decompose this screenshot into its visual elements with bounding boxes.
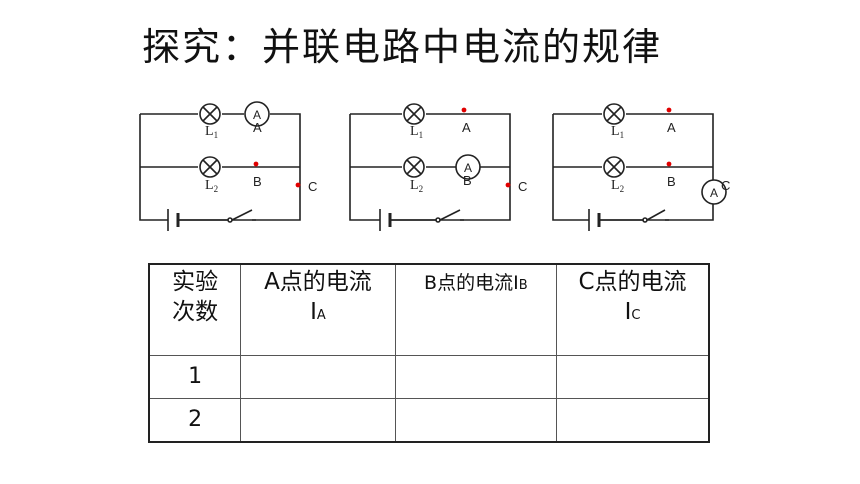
switch bbox=[599, 209, 669, 221]
cell-current-b[interactable] bbox=[394, 355, 558, 399]
circuit-diagram-3: A L1 L2 A B C bbox=[552, 92, 743, 242]
header-current-c: C点的电流 IC bbox=[556, 263, 710, 356]
point-c-label: C bbox=[518, 179, 527, 194]
cell-current-c[interactable] bbox=[556, 398, 710, 443]
switch-pivot bbox=[227, 217, 233, 223]
circuit-diagram-1: A L1 L2 A B C bbox=[139, 92, 330, 242]
wire bbox=[349, 113, 511, 221]
point-a-dot bbox=[461, 107, 467, 113]
ammeter-label: A bbox=[253, 108, 261, 122]
point-c-dot bbox=[295, 182, 301, 188]
switch-pivot bbox=[435, 217, 441, 223]
point-a-dot bbox=[666, 107, 672, 113]
ammeter-label: A bbox=[710, 186, 718, 200]
lamp-l1-label: L1 bbox=[410, 124, 423, 140]
point-b-label: B bbox=[463, 173, 472, 188]
current-a-symbol: IA bbox=[310, 299, 326, 325]
header-current-b: B点的电流IB bbox=[394, 263, 558, 356]
lamp-l2-label: L2 bbox=[205, 178, 218, 194]
lamp-l2-icon bbox=[403, 156, 425, 178]
table-header-row: 实验 次数 A点的电流 IA B点的电流IB C点的电流 IC bbox=[148, 263, 710, 356]
point-b-dot bbox=[666, 161, 672, 167]
switch bbox=[178, 209, 256, 221]
cell-current-a[interactable] bbox=[240, 398, 396, 443]
point-b-dot bbox=[253, 161, 259, 167]
cell-current-c[interactable] bbox=[556, 355, 710, 399]
page-title: 探究：并联电路中电流的规律 bbox=[142, 25, 663, 69]
lamp-l1-icon bbox=[403, 103, 425, 125]
lamp-l1-label: L1 bbox=[611, 124, 624, 140]
table-row: 1 bbox=[148, 355, 710, 399]
point-c-label: C bbox=[721, 178, 730, 193]
lamp-l2-label: L2 bbox=[611, 178, 624, 194]
current-c-symbol: IC bbox=[624, 299, 641, 325]
header-current-a: A点的电流 IA bbox=[240, 263, 396, 356]
lamp-l1-icon bbox=[603, 103, 625, 125]
ammeter-icon: A bbox=[244, 101, 270, 127]
point-a-label: A bbox=[667, 120, 676, 135]
lamp-l1-icon bbox=[199, 103, 221, 125]
wire bbox=[139, 113, 301, 221]
table-row: 2 bbox=[148, 398, 710, 443]
point-a-label: A bbox=[253, 120, 262, 135]
trial-index: 1 bbox=[148, 355, 242, 399]
lamp-l2-icon bbox=[603, 156, 625, 178]
circuit-diagram-2: A L1 L2 A B C bbox=[349, 92, 540, 242]
cell-current-b[interactable] bbox=[394, 398, 558, 443]
ammeter-icon: A bbox=[701, 179, 727, 205]
ammeter-label: A bbox=[464, 161, 472, 175]
point-c-label: C bbox=[308, 179, 317, 194]
switch-pivot bbox=[642, 217, 648, 223]
point-c-dot bbox=[505, 182, 511, 188]
point-b-label: B bbox=[667, 174, 676, 189]
wire bbox=[552, 113, 714, 221]
point-b-label: B bbox=[253, 174, 262, 189]
header-trial-count: 实验 次数 bbox=[148, 263, 242, 356]
current-data-table: 实验 次数 A点的电流 IA B点的电流IB C点的电流 IC 1 2 bbox=[148, 263, 710, 443]
cell-current-a[interactable] bbox=[240, 355, 396, 399]
switch bbox=[390, 209, 464, 221]
ammeter-icon: A bbox=[455, 154, 481, 180]
lamp-l2-label: L2 bbox=[410, 178, 423, 194]
trial-index: 2 bbox=[148, 398, 242, 443]
lamp-l1-label: L1 bbox=[205, 124, 218, 140]
lamp-l2-icon bbox=[199, 156, 221, 178]
point-a-label: A bbox=[462, 120, 471, 135]
